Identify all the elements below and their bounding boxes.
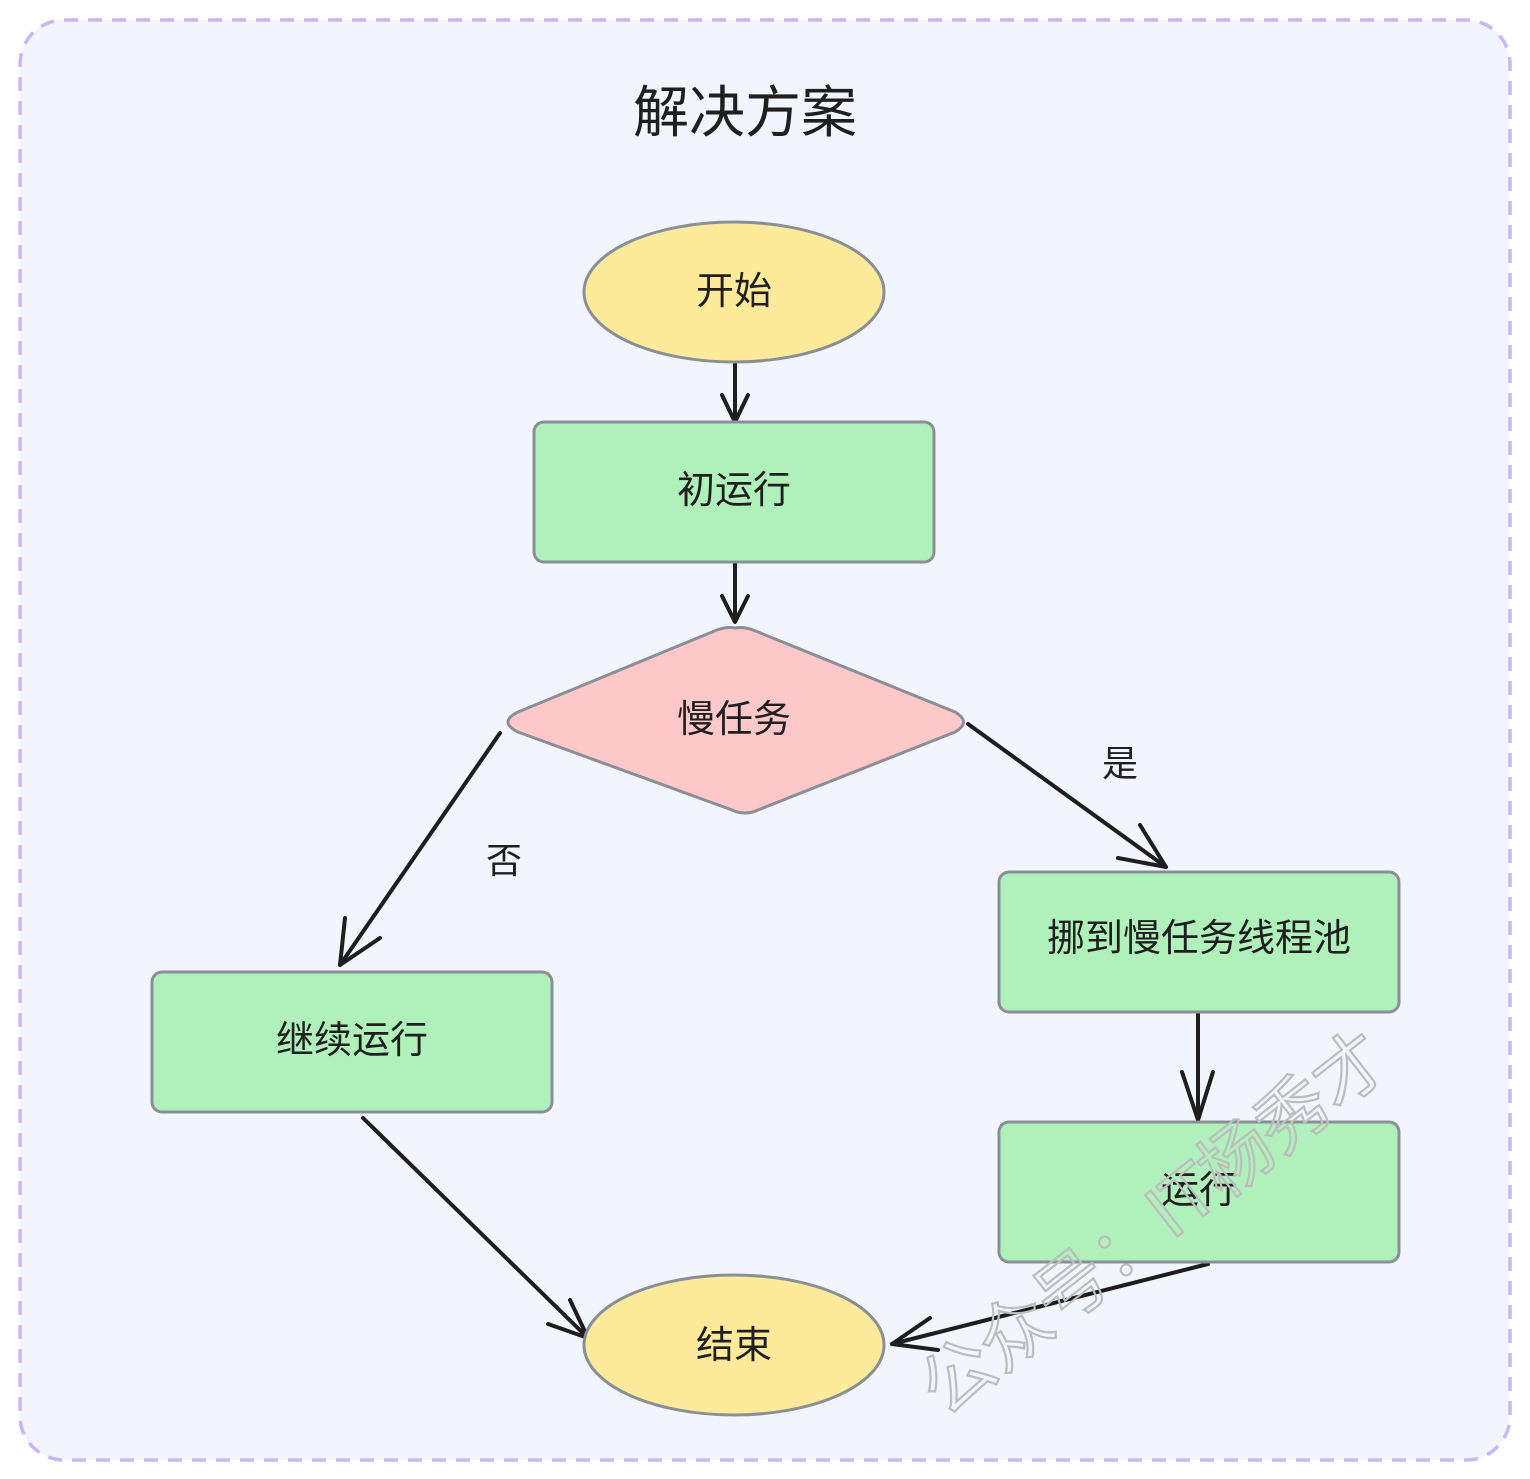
init-run-box bbox=[532, 420, 936, 564]
decision-diamond bbox=[506, 626, 965, 815]
edge-label-no: 否 bbox=[486, 841, 522, 882]
node-move-pool: 挪到慢任务线程池 bbox=[997, 870, 1401, 1014]
edge-decision-to-continue bbox=[338, 731, 502, 967]
node-continue-run: 继续运行 bbox=[150, 970, 554, 1114]
node-end: 结束 bbox=[582, 1273, 886, 1417]
edge-init-to-decision bbox=[720, 560, 750, 624]
node-init-run: 初运行 bbox=[532, 420, 936, 564]
run-box bbox=[997, 1120, 1401, 1264]
move-pool-box bbox=[997, 870, 1401, 1014]
diagram-title: 解决方案 bbox=[633, 81, 857, 146]
node-run: 运行 bbox=[997, 1120, 1401, 1264]
node-continue-run-label: 继续运行 bbox=[276, 1018, 428, 1062]
edge-move-to-run bbox=[1180, 1010, 1215, 1122]
end-ellipse bbox=[582, 1273, 886, 1417]
node-end-label: 结束 bbox=[696, 1323, 772, 1367]
continue-run-box bbox=[150, 970, 554, 1114]
node-decision-label: 慢任务 bbox=[677, 697, 791, 741]
node-decision: 慢任务 bbox=[506, 626, 965, 815]
edge-run-to-end bbox=[890, 1262, 1210, 1352]
node-start: 开始 bbox=[582, 220, 886, 364]
node-move-pool-label: 挪到慢任务线程池 bbox=[1047, 916, 1351, 960]
edge-label-yes: 是 bbox=[1102, 744, 1138, 785]
node-run-label: 运行 bbox=[1161, 1168, 1237, 1212]
node-start-label: 开始 bbox=[696, 269, 772, 313]
node-init-run-label: 初运行 bbox=[677, 468, 791, 512]
edge-decision-to-move bbox=[966, 722, 1168, 869]
start-ellipse bbox=[582, 220, 886, 364]
